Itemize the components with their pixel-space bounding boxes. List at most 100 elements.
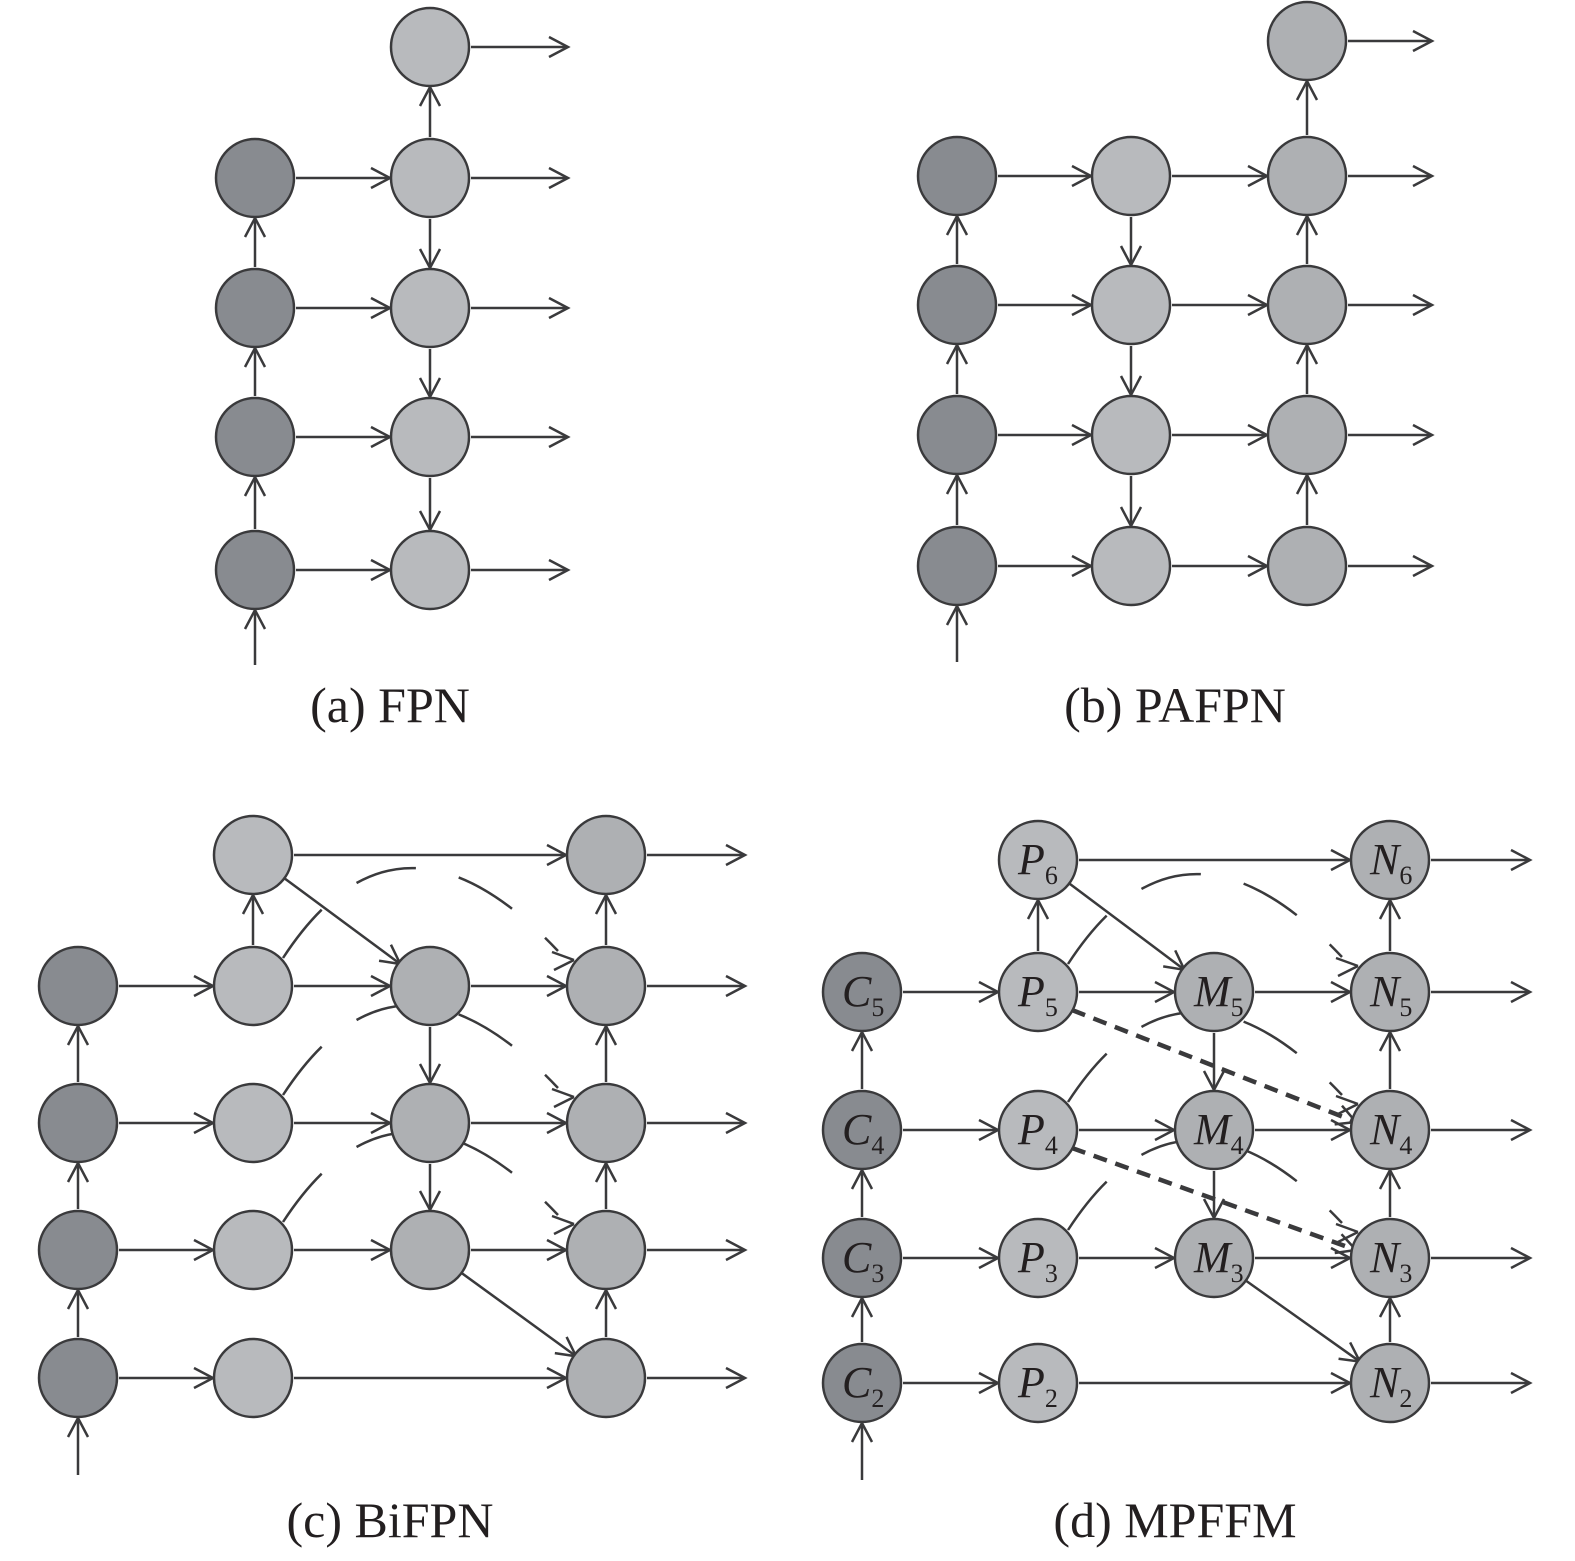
mpffm-p-node xyxy=(997,1342,1079,1424)
bifpn-backbone-node xyxy=(37,945,119,1027)
mpffm-p-node xyxy=(997,951,1079,1033)
fpn-backbone-node xyxy=(214,267,296,349)
bifpn-skip-arc-tip xyxy=(553,1222,575,1236)
pafpn-top-output-node xyxy=(1266,0,1348,82)
pafpn-backbone-node xyxy=(916,135,998,217)
bifpn-n6-node xyxy=(565,814,647,896)
pafpn-bottomup-node xyxy=(1266,135,1348,217)
bifpn-n-node xyxy=(565,945,647,1027)
mpffm-n-node xyxy=(1349,951,1431,1033)
pafpn-topdown-node xyxy=(1090,525,1172,607)
pafpn-bottomup-node xyxy=(1266,264,1348,346)
mpffm-skip-arc xyxy=(1066,872,1343,965)
fpn-backbone-node xyxy=(214,529,296,611)
mpffm-m-node xyxy=(1173,1217,1255,1299)
mpffm-skip-arc xyxy=(1066,1010,1343,1103)
label-n6: N6 xyxy=(1369,835,1412,890)
bifpn-skip-arc-tip xyxy=(551,1087,575,1099)
label-m3: M3 xyxy=(1193,1233,1244,1288)
mpffm-n-node xyxy=(1349,1342,1431,1424)
pafpn-backbone-node xyxy=(916,525,998,607)
mpffm-n-node xyxy=(1349,1089,1431,1171)
pafpn-topdown-node xyxy=(1090,394,1172,476)
caption-pafpn: (b) PAFPN xyxy=(1064,677,1286,733)
caption-mpffm: (d) MPFFM xyxy=(1053,1492,1296,1548)
label-n4: N4 xyxy=(1369,1105,1412,1160)
label-m4: M4 xyxy=(1193,1105,1244,1160)
label-c3: C3 xyxy=(842,1233,884,1288)
caption-fpn: (a) FPN xyxy=(310,677,470,733)
mpffm-m-node xyxy=(1173,951,1255,1033)
bifpn-backbone-node xyxy=(37,1082,119,1164)
mpffm-n-node xyxy=(1349,1217,1431,1299)
pafpn-bottomup-node xyxy=(1266,394,1348,476)
fpn-backbone-node xyxy=(214,396,296,478)
pafpn-backbone-node xyxy=(916,394,998,476)
mpffm-backbone-node xyxy=(821,1089,903,1171)
mpffm-n6-node xyxy=(1349,819,1431,901)
bifpn-p-node xyxy=(212,1337,294,1419)
mpffm-skip-arc-tip xyxy=(1335,956,1359,968)
mpffm-p-node xyxy=(997,1089,1079,1171)
mpffm-m3-to-n2-arrow xyxy=(1241,1277,1363,1364)
mpffm-backbone-node xyxy=(821,1217,903,1299)
connection-layer xyxy=(66,29,1533,1480)
node-layer xyxy=(37,0,1431,1424)
bifpn-p6-to-m5-arrow xyxy=(280,874,403,966)
label-p3: P3 xyxy=(1017,1233,1058,1288)
bifpn-m-node xyxy=(389,1209,471,1291)
mpffm-skip-arc-tip xyxy=(1335,1094,1359,1106)
mpffm-skip-arc-tip xyxy=(1335,1222,1359,1234)
label-p4: P4 xyxy=(1017,1105,1058,1160)
mpffm-backbone-node xyxy=(821,951,903,1033)
bifpn-m-node xyxy=(389,945,471,1027)
bifpn-m-node xyxy=(389,1082,471,1164)
fpn-feature-node xyxy=(389,137,471,219)
label-c2: C2 xyxy=(842,1358,884,1413)
label-p6: P6 xyxy=(1017,835,1058,890)
bifpn-p-node xyxy=(212,1082,294,1164)
mpffm-p6-to-m5-arrow xyxy=(1065,879,1187,972)
label-n2: N2 xyxy=(1369,1358,1412,1413)
fpn-feature-node xyxy=(389,267,471,349)
mpffm-p4-to-n3-dashed-arrow xyxy=(1071,1145,1359,1255)
fpn-backbone-node xyxy=(214,137,296,219)
label-p2: P2 xyxy=(1017,1358,1058,1413)
mpffm-backbone-node xyxy=(821,1342,903,1424)
bifpn-p-node xyxy=(212,1209,294,1291)
label-n3: N3 xyxy=(1369,1233,1412,1288)
bifpn-p-node xyxy=(212,945,294,1027)
bifpn-skip-arc-tip xyxy=(551,1214,575,1226)
mpffm-p6-node xyxy=(997,819,1079,901)
pafpn-topdown-node xyxy=(1090,264,1172,346)
label-p5: P5 xyxy=(1017,967,1058,1022)
bifpn-backbone-node xyxy=(37,1337,119,1419)
bifpn-skip-arc xyxy=(281,1003,559,1096)
bifpn-skip-arc-tip xyxy=(551,950,575,962)
label-m5: M5 xyxy=(1193,967,1244,1022)
mpffm-m-node xyxy=(1173,1089,1255,1171)
bifpn-backbone-node xyxy=(37,1209,119,1291)
bifpn-skip-arc-tip xyxy=(553,958,575,972)
fpn-feature-node xyxy=(389,396,471,478)
bifpn-skip-arc xyxy=(281,866,559,959)
label-c4: C4 xyxy=(842,1105,884,1160)
label-c5: C5 xyxy=(842,967,884,1022)
fpn-feature-node xyxy=(389,529,471,611)
caption-bifpn: (c) BiFPN xyxy=(287,1492,494,1548)
pafpn-bottomup-node xyxy=(1266,525,1348,607)
fpn-top-node xyxy=(389,6,471,88)
bifpn-n-node xyxy=(565,1209,647,1291)
bifpn-n-node xyxy=(565,1082,647,1164)
bifpn-m3-to-n2-arrow xyxy=(457,1269,579,1358)
bifpn-skip-arc-tip xyxy=(553,1095,575,1109)
bifpn-n-node xyxy=(565,1337,647,1419)
pafpn-topdown-node xyxy=(1090,135,1172,217)
mpffm-p-node xyxy=(997,1217,1079,1299)
bifpn-p6-node xyxy=(212,814,294,896)
label-n5: N5 xyxy=(1369,967,1412,1022)
mpffm-p5-to-n4-dashed-arrow xyxy=(1071,1007,1359,1126)
pafpn-backbone-node xyxy=(916,264,998,346)
